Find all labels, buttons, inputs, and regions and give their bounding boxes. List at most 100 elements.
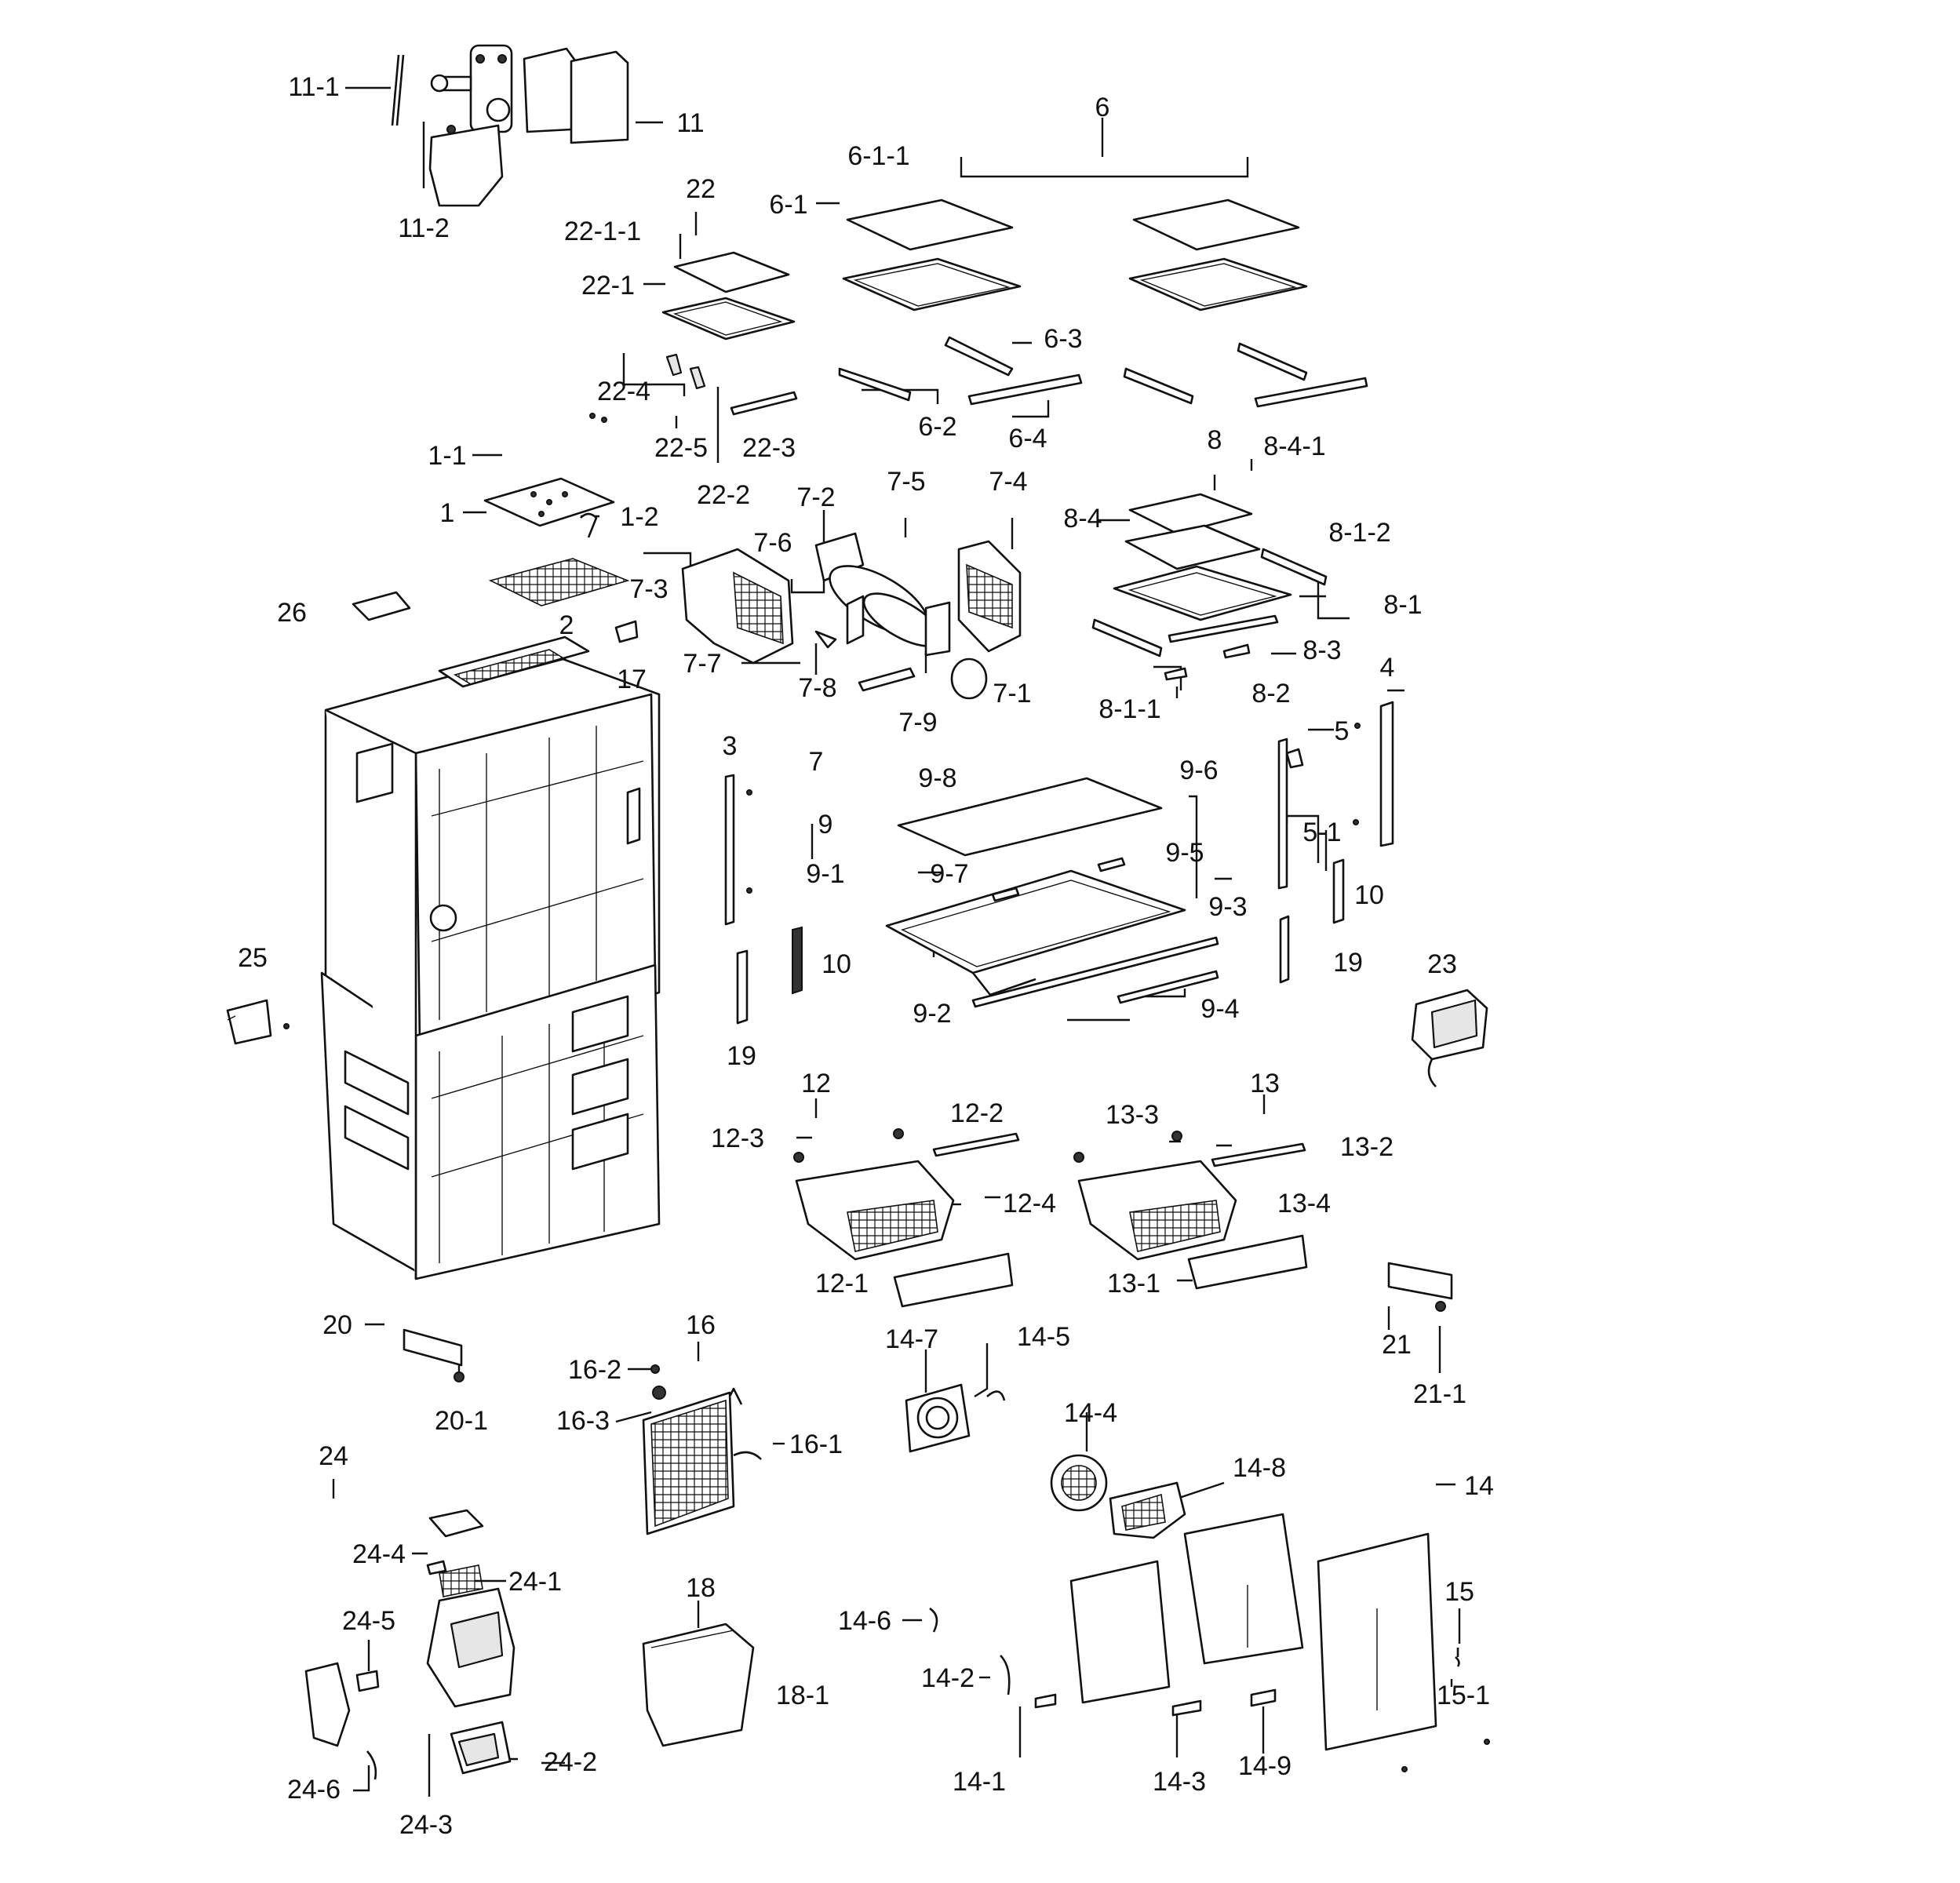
callout-26: 26 [277,598,307,628]
callout-12: 12 [801,1069,831,1098]
callout-7-7: 7-7 [683,649,721,679]
callout-20: 20 [322,1310,352,1340]
callout-6-2: 6-2 [918,412,956,442]
callout-8-2: 8-2 [1251,679,1290,708]
callout-7-8: 7-8 [798,673,836,703]
callout-6-1-1: 6-1-1 [847,141,909,171]
callout-16-1: 16-1 [789,1430,843,1459]
part-1-upper-cover [352,477,639,643]
callout-11-2: 11-2 [398,213,450,243]
callout-8-1: 8-1 [1383,590,1422,620]
callout-7: 7 [809,747,824,777]
callout-10-right: 10 [1354,880,1384,910]
callout-6-4: 6-4 [1008,424,1047,453]
callout-9-6: 9-6 [1179,756,1218,785]
callout-18-1: 18-1 [776,1681,829,1710]
part-15-screw [1455,1648,1460,1667]
callout-9-1: 9-1 [806,859,844,889]
callout-12-1: 12-1 [815,1269,869,1298]
callout-14-2: 14-2 [921,1663,975,1693]
callout-16-3: 16-3 [556,1406,610,1436]
callout-9-7: 9-7 [930,859,968,889]
part-misc-screws [283,413,1490,1772]
callout-14-1: 14-1 [953,1767,1006,1797]
callout-8: 8 [1208,425,1222,455]
part-25-bracket [226,999,272,1045]
callout-9-8: 9-8 [918,763,956,793]
part-20-bracket [403,1328,464,1382]
callout-7-1: 7-1 [993,679,1031,708]
callout-13-2: 13-2 [1340,1132,1393,1162]
callout-12-2: 12-2 [950,1098,1004,1128]
callout-4: 4 [1380,653,1395,683]
callout-5: 5 [1335,716,1350,746]
callout-16-2: 16-2 [568,1355,621,1385]
callout-7-2: 7-2 [796,483,835,512]
callout-24: 24 [319,1441,348,1471]
part-cabinet-main [320,636,661,1280]
callout-10-left: 10 [822,949,851,979]
part-4-5-rails [724,701,1394,1025]
part-14-fan-and-cover [905,1383,1437,1751]
callout-14-7: 14-7 [885,1324,938,1354]
callout-8-3: 8-3 [1302,636,1341,665]
part-21-bracket [1387,1262,1453,1312]
callout-2: 2 [559,610,574,640]
callout-24-1: 24-1 [508,1567,562,1597]
callout-14: 14 [1464,1471,1494,1501]
callout-24-4: 24-4 [352,1539,406,1569]
callout-14-6: 14-6 [838,1606,891,1636]
part-23-icemaker [1411,989,1488,1087]
callout-25: 25 [238,943,268,973]
callout-22-3: 22-3 [742,433,796,463]
callout-24-3: 24-3 [399,1810,453,1840]
callout-24-2: 24-2 [544,1747,597,1777]
part-24-ice-maker-assembly [304,1509,516,1780]
part-6-shelves [838,198,1368,408]
callout-14-5: 14-5 [1017,1322,1070,1352]
leader-lines [332,86,1461,1797]
callout-13-4: 13-4 [1277,1189,1331,1218]
callout-12-3: 12-3 [711,1124,764,1153]
part-22-small-shelf [661,251,798,416]
part-12-13-drawers [793,1128,1308,1308]
callout-15-1: 15-1 [1437,1681,1490,1710]
callout-13-3: 13-3 [1106,1100,1159,1130]
callout-7-9: 7-9 [898,708,937,738]
callout-6-3: 6-3 [1044,324,1082,354]
callout-18: 18 [686,1573,716,1603]
callout-14-8: 14-8 [1233,1453,1286,1483]
callout-1-1: 1-1 [428,441,466,471]
callout-7-4: 7-4 [989,467,1027,497]
part-18-basket [642,1623,755,1747]
callout-6: 6 [1095,93,1110,122]
callout-14-9: 14-9 [1238,1751,1291,1781]
part-8-crisper-cover [1091,493,1328,681]
callout-22-4: 22-4 [597,377,650,406]
callout-7-6: 7-6 [753,528,792,558]
callout-11-1: 11-1 [288,72,340,102]
callout-8-4: 8-4 [1063,504,1102,534]
callout-8-1-1: 8-1-1 [1098,694,1160,724]
callout-9: 9 [818,810,833,840]
part-7-water-filter [681,532,1022,700]
callout-15: 15 [1444,1577,1474,1607]
callout-8-1-2: 8-1-2 [1328,518,1390,548]
callout-12-4: 12-4 [1003,1189,1056,1218]
callout-9-5: 9-5 [1165,838,1204,868]
callout-7-3: 7-3 [629,574,668,604]
callout-21: 21 [1382,1330,1412,1360]
callout-22-5: 22-5 [654,433,708,463]
callout-9-2: 9-2 [913,999,951,1029]
callout-11: 11 [676,108,704,138]
callout-1: 1 [440,498,455,528]
callout-22-1: 22-1 [581,271,635,300]
callout-14-3: 14-3 [1153,1767,1206,1797]
callout-13: 13 [1250,1069,1280,1098]
callout-9-3: 9-3 [1208,892,1247,922]
callout-17: 17 [617,665,647,694]
callout-19-left: 19 [727,1041,756,1071]
callout-13-1: 13-1 [1107,1269,1160,1298]
callout-24-5: 24-5 [342,1606,395,1636]
